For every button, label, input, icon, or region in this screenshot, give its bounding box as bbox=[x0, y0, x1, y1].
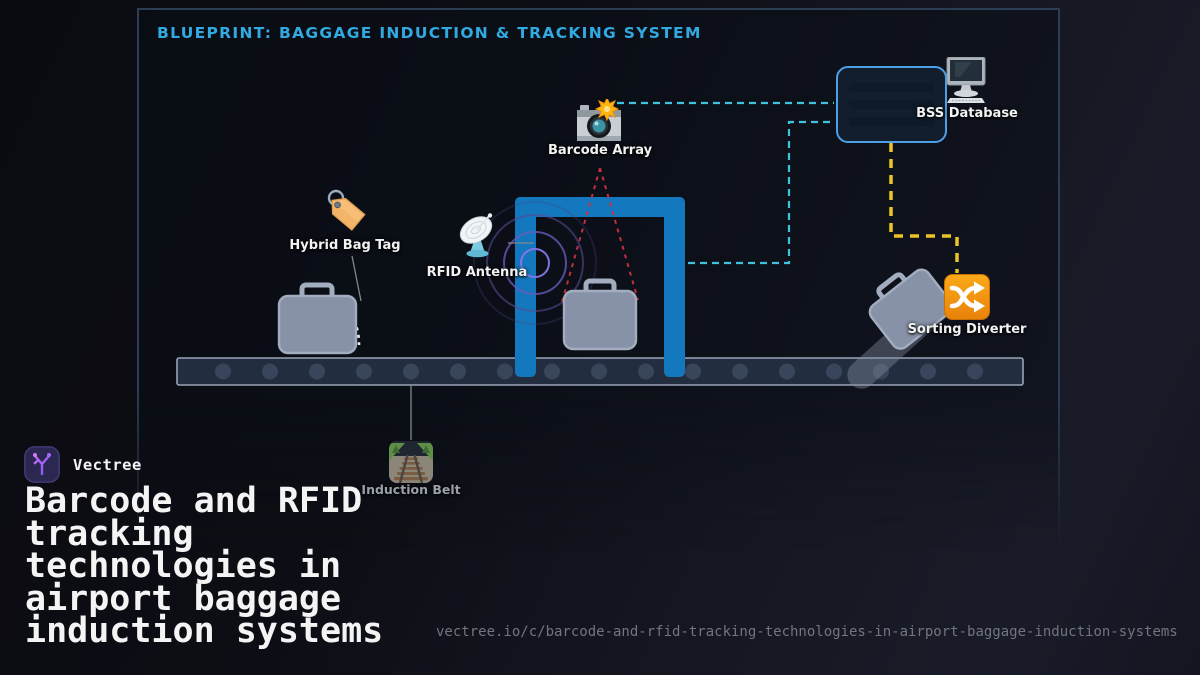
page-title-line: tracking bbox=[25, 513, 194, 554]
satellite-dish-icon bbox=[459, 213, 493, 258]
page-title-line: technologies in bbox=[25, 546, 342, 587]
camera-flash-icon bbox=[577, 99, 621, 141]
vector-branch-icon bbox=[24, 446, 60, 483]
page-title-line: induction systems bbox=[25, 611, 384, 652]
barcode-array-label: Barcode Array bbox=[547, 143, 653, 158]
desktop-computer-icon bbox=[946, 57, 986, 103]
database-record-bar bbox=[849, 100, 934, 109]
induction-belt-label: Induction Belt bbox=[361, 482, 461, 497]
footer-url: vectree.io/c/barcode-and-rfid-tracking-t… bbox=[436, 624, 1178, 640]
suitcase-left bbox=[277, 282, 358, 355]
database-record-bar bbox=[849, 117, 934, 126]
luggage-tag-icon bbox=[327, 189, 366, 231]
sorting-diverter-label: Sorting Diverter bbox=[907, 322, 1027, 337]
brand-name: Vectree bbox=[73, 455, 142, 474]
bss-database-box bbox=[836, 66, 947, 143]
page-title: Barcode and RFID tracking technologies i… bbox=[25, 481, 455, 652]
brand-row: Vectree bbox=[24, 446, 142, 483]
shuffle-arrows-icon bbox=[944, 274, 990, 320]
page-title-line: airport baggage bbox=[25, 578, 342, 619]
railway-track-icon bbox=[389, 441, 433, 483]
suitcase-diverted bbox=[868, 268, 954, 350]
hybrid-bag-tag-label: Hybrid Bag Tag bbox=[289, 238, 401, 253]
page-title-line: Barcode and RFID bbox=[25, 481, 363, 521]
blueprint-title: BLUEPRINT: BAGGAGE INDUCTION & TRACKING … bbox=[157, 24, 702, 42]
rfid-antenna-label: RFID Antenna bbox=[426, 265, 528, 280]
database-record-bar bbox=[849, 83, 934, 92]
suitcase-in-portal bbox=[562, 278, 638, 351]
bss-database-label: BSS Database bbox=[916, 106, 1018, 121]
